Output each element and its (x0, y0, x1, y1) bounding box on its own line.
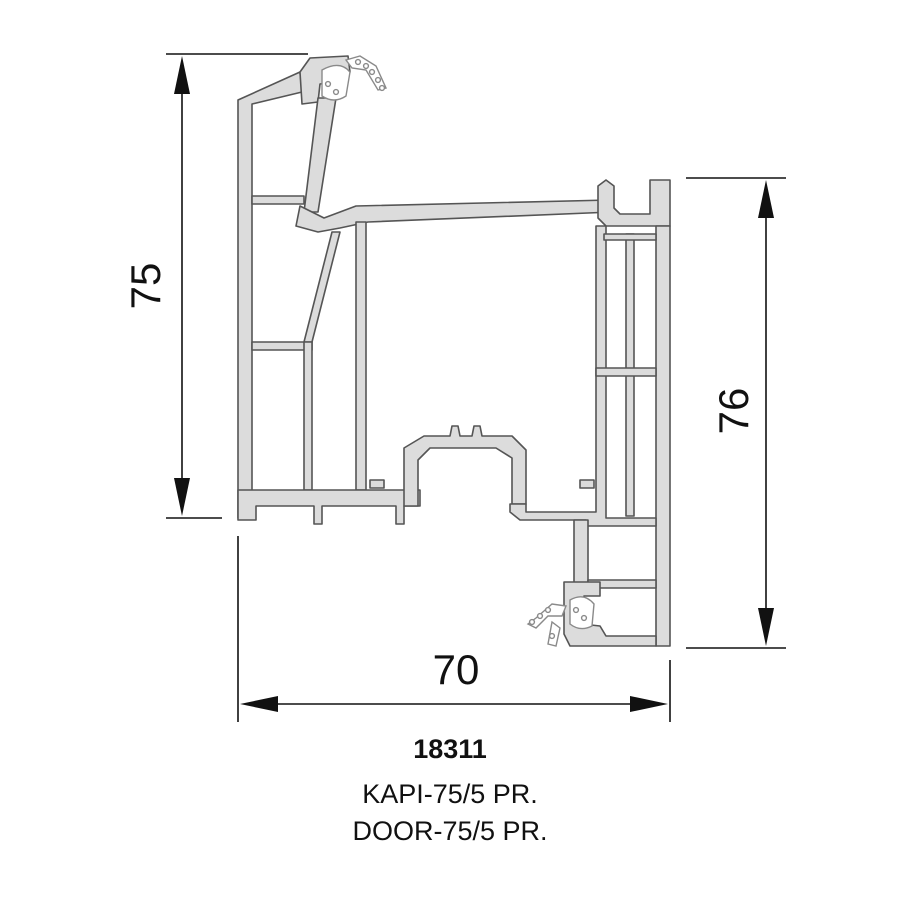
bottom-gasket (526, 596, 595, 647)
sash-bottom-nose (563, 581, 657, 647)
arrowhead-left-bottom (240, 696, 278, 712)
profile-name-english: DOOR-75/5 PR. (352, 816, 548, 846)
frame-outer-wall (237, 71, 303, 519)
dimension-height-right (686, 177, 786, 649)
dimension-label-height-right: 76 (710, 388, 757, 435)
arrowhead-bottom-right (758, 608, 774, 646)
arrowhead-right-bottom (630, 696, 668, 712)
frame-diagonal-leg (303, 97, 337, 213)
frame-inner-post (303, 341, 313, 491)
glazing-clip (597, 179, 671, 227)
frame-rib-diagonal (303, 231, 341, 343)
dimension-width-bottom (237, 536, 671, 722)
sash-rib-2 (595, 367, 657, 377)
dimension-label-width-bottom: 70 (433, 646, 480, 693)
profile-name-turkish: KAPI-75/5 PR. (362, 779, 538, 809)
arrowhead-top-left (174, 56, 190, 94)
frame-rib-1 (251, 195, 305, 205)
sash-rib-3 (603, 233, 657, 241)
gaskets (321, 55, 595, 647)
lug-1 (369, 479, 385, 489)
frame-transom (295, 199, 613, 233)
reinforcement-channel (403, 425, 527, 507)
frame-bottom-base (237, 489, 421, 525)
lug-2 (579, 479, 595, 489)
pvc-profile (237, 55, 671, 647)
arrowhead-bottom-left (174, 478, 190, 516)
arrowhead-top-right (758, 180, 774, 218)
profile-code: 18311 (413, 734, 487, 764)
dimension-height-left (166, 53, 308, 519)
dimension-label-height-left: 75 (122, 263, 169, 310)
sash-lower-wall (573, 519, 589, 587)
frame-rib-2 (251, 341, 313, 351)
frame-inner-post-2 (355, 221, 367, 491)
sash-bottom-step (509, 225, 657, 527)
right-outer-wall (655, 225, 671, 647)
top-gasket (321, 55, 387, 101)
